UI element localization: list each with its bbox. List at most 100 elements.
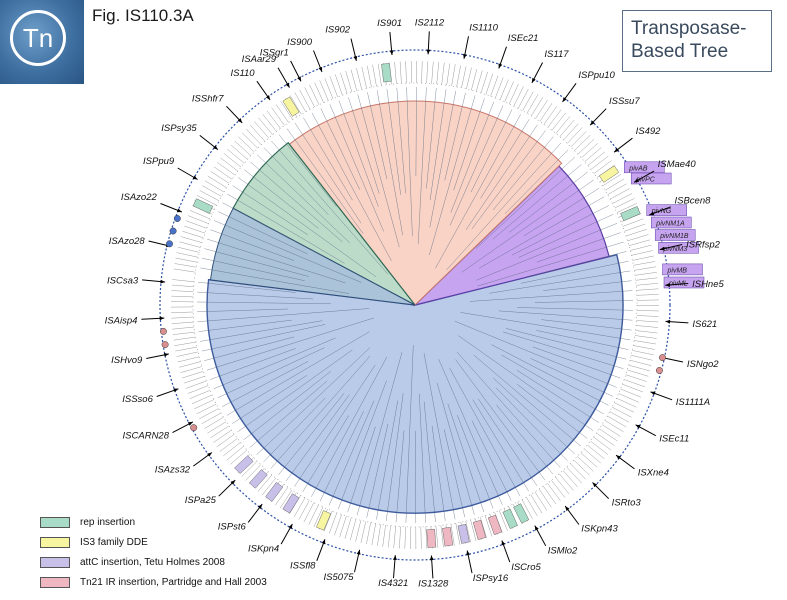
leaf-name-tick [485, 73, 494, 95]
leaf-name-tick [399, 61, 402, 84]
legend-item-tn21: Tn21 IR insertion, Partridge and Hall 20… [40, 572, 267, 592]
label-arrowhead [297, 76, 301, 82]
leaf-name-tick [543, 486, 557, 505]
label-arrowhead [562, 97, 567, 102]
insertion-marker [442, 527, 454, 547]
tree-branch [213, 220, 362, 283]
leaf-name-tick [636, 283, 659, 286]
tree-branch [270, 355, 371, 469]
tree-branch [511, 205, 609, 256]
leaf-name-tick [622, 383, 643, 393]
leaf-name-tick [627, 369, 649, 377]
tree-branch [460, 312, 631, 341]
tree-branch [250, 161, 343, 243]
tree-branch [453, 98, 485, 191]
is-label: ISPsy16 [473, 573, 509, 584]
is-label: ISSso6 [122, 394, 153, 405]
tree-branch [415, 86, 417, 177]
leaf-name-tick [377, 63, 382, 86]
piv-box [654, 229, 696, 241]
leaf-name-tick [570, 463, 586, 480]
tree-branch [338, 100, 379, 207]
leaf-name-tick [551, 480, 566, 498]
leaf-name-tick [580, 452, 598, 468]
leaf-name-tick [191, 394, 213, 405]
tree-branch [198, 319, 292, 332]
tree-branch [473, 354, 582, 447]
leaf-name-tick [202, 185, 222, 197]
tree-branch [472, 399, 529, 492]
leaf-name-tick [563, 123, 579, 141]
piv-box [651, 216, 692, 229]
leaf-name-tick [526, 94, 539, 114]
piv-box [663, 276, 705, 289]
tree-branch [286, 394, 350, 482]
tree-branch [418, 87, 427, 245]
leaf-name-tick [614, 402, 635, 413]
leaf-name-tick [180, 366, 202, 373]
leaf-name-tick [465, 521, 471, 543]
tree-branch [226, 331, 370, 416]
label-arrowhead [565, 506, 570, 511]
leaf-name-tick [377, 524, 381, 547]
legend-swatch-is3 [40, 536, 70, 548]
tree-branch [534, 300, 634, 303]
leaf-name-tick [596, 432, 615, 446]
label-arrowhead [237, 118, 243, 123]
leaf-name-tick [584, 147, 602, 162]
tree-branch [201, 324, 326, 352]
tree-branch [456, 351, 561, 468]
leaf-name-tick [213, 429, 232, 443]
leaf-name-tick [194, 399, 215, 410]
leaf-name-tick [451, 64, 456, 87]
leaf-name-tick [196, 403, 217, 415]
insertion-marker [472, 519, 487, 540]
tree-branch [243, 371, 332, 440]
tree-branch [357, 94, 400, 248]
leaf-name-tick [394, 61, 397, 84]
is-label: ISHvo9 [111, 355, 143, 366]
tree-branch [431, 425, 446, 521]
tree-branch [200, 267, 350, 294]
label-arrowhead [176, 208, 182, 213]
leaf-name-tick [339, 516, 347, 538]
leaf-name-tick [590, 440, 608, 455]
leaf-name-tick [480, 517, 487, 539]
label-arrowhead [318, 66, 323, 72]
leaf-name-tick [602, 174, 622, 187]
leaf-name-tick [531, 97, 544, 117]
leaf-name-tick [207, 421, 227, 434]
tree-branch [471, 420, 512, 501]
insertion-marker [457, 524, 470, 544]
tree-branch [263, 147, 329, 215]
leaf-name-tick [201, 412, 222, 424]
leaf-name-tick [356, 68, 362, 90]
tree-branch [249, 380, 328, 448]
tree-branch [541, 319, 632, 331]
legend-label: attC insertion, Tetu Holmes 2008 [80, 556, 225, 568]
leaf-ring [192, 82, 638, 528]
tree-branch [492, 136, 554, 211]
tree-branch [520, 261, 629, 284]
tree-branch [197, 308, 289, 312]
leaf-name-tick [171, 316, 194, 319]
insertion-marker [487, 514, 503, 535]
leaf-name-tick [604, 178, 625, 191]
leaf-name-tick [435, 525, 439, 548]
tree-branch [210, 229, 294, 261]
is-label: IS1111A [676, 397, 710, 408]
leaf-name-tick [172, 279, 195, 283]
tree-branch [536, 232, 621, 263]
is-label: ISPst6 [218, 522, 247, 533]
label-arrowhead [393, 555, 397, 560]
tree-branch [429, 89, 447, 201]
leaf-name-tick [634, 272, 657, 276]
leaf-name-tick [372, 64, 377, 87]
is-label: ISMae40 [658, 159, 697, 170]
leaf-name-tick [262, 114, 277, 132]
insertion-marker [282, 493, 300, 514]
leaf-name-tick [504, 81, 514, 103]
leaf-name-tick [599, 428, 618, 442]
tree-branch [320, 108, 360, 190]
